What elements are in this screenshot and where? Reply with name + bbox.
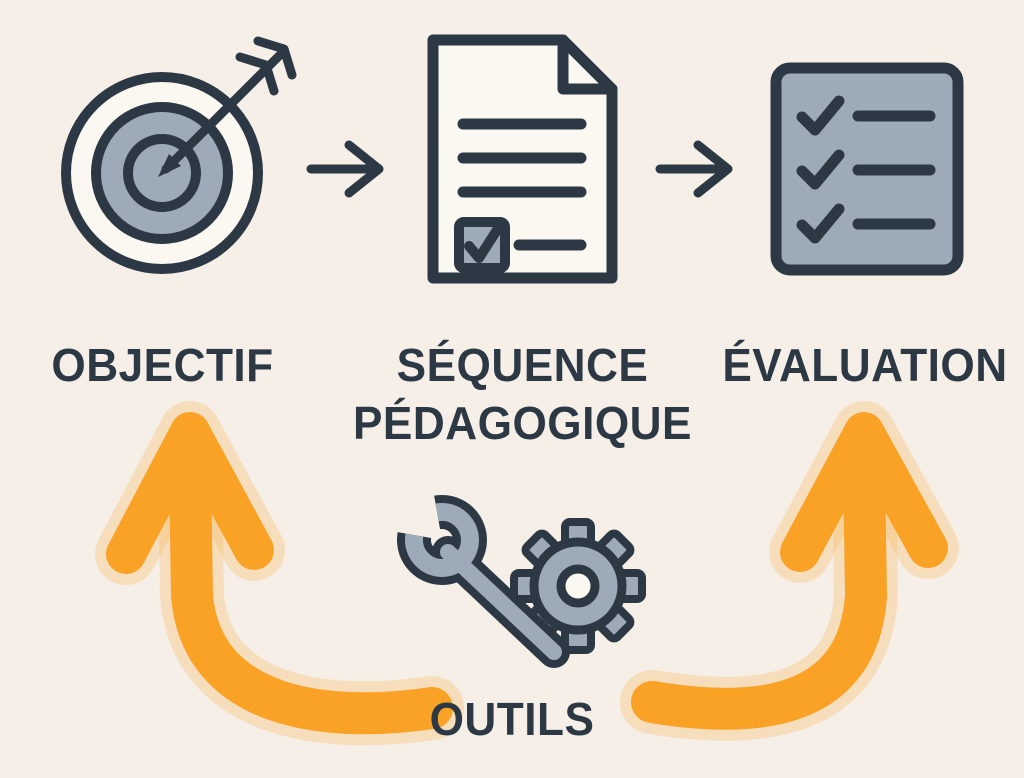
label-outils: OUTILS: [429, 693, 595, 745]
checklist-icon: [766, 58, 968, 280]
label-sequence-line2: PÉDAGOGIQUE: [353, 397, 692, 449]
label-sequence-pedagogique: SÉQUENCE PÉDAGOGIQUE: [333, 336, 712, 452]
target-icon: [50, 35, 305, 290]
wrench-icon: [397, 495, 570, 668]
label-objectif: OBJECTIF: [51, 339, 274, 391]
label-evaluation: ÉVALUATION: [722, 339, 1008, 391]
label-sequence-line1: SÉQUENCE: [396, 339, 649, 391]
document-icon: [413, 28, 628, 290]
right-arrow-icon: [652, 133, 744, 205]
curved-up-arrow-icon: [620, 401, 959, 741]
right-arrow-icon: [303, 133, 395, 205]
curved-up-arrow-icon: [95, 401, 464, 746]
tools-icon: [386, 494, 656, 676]
